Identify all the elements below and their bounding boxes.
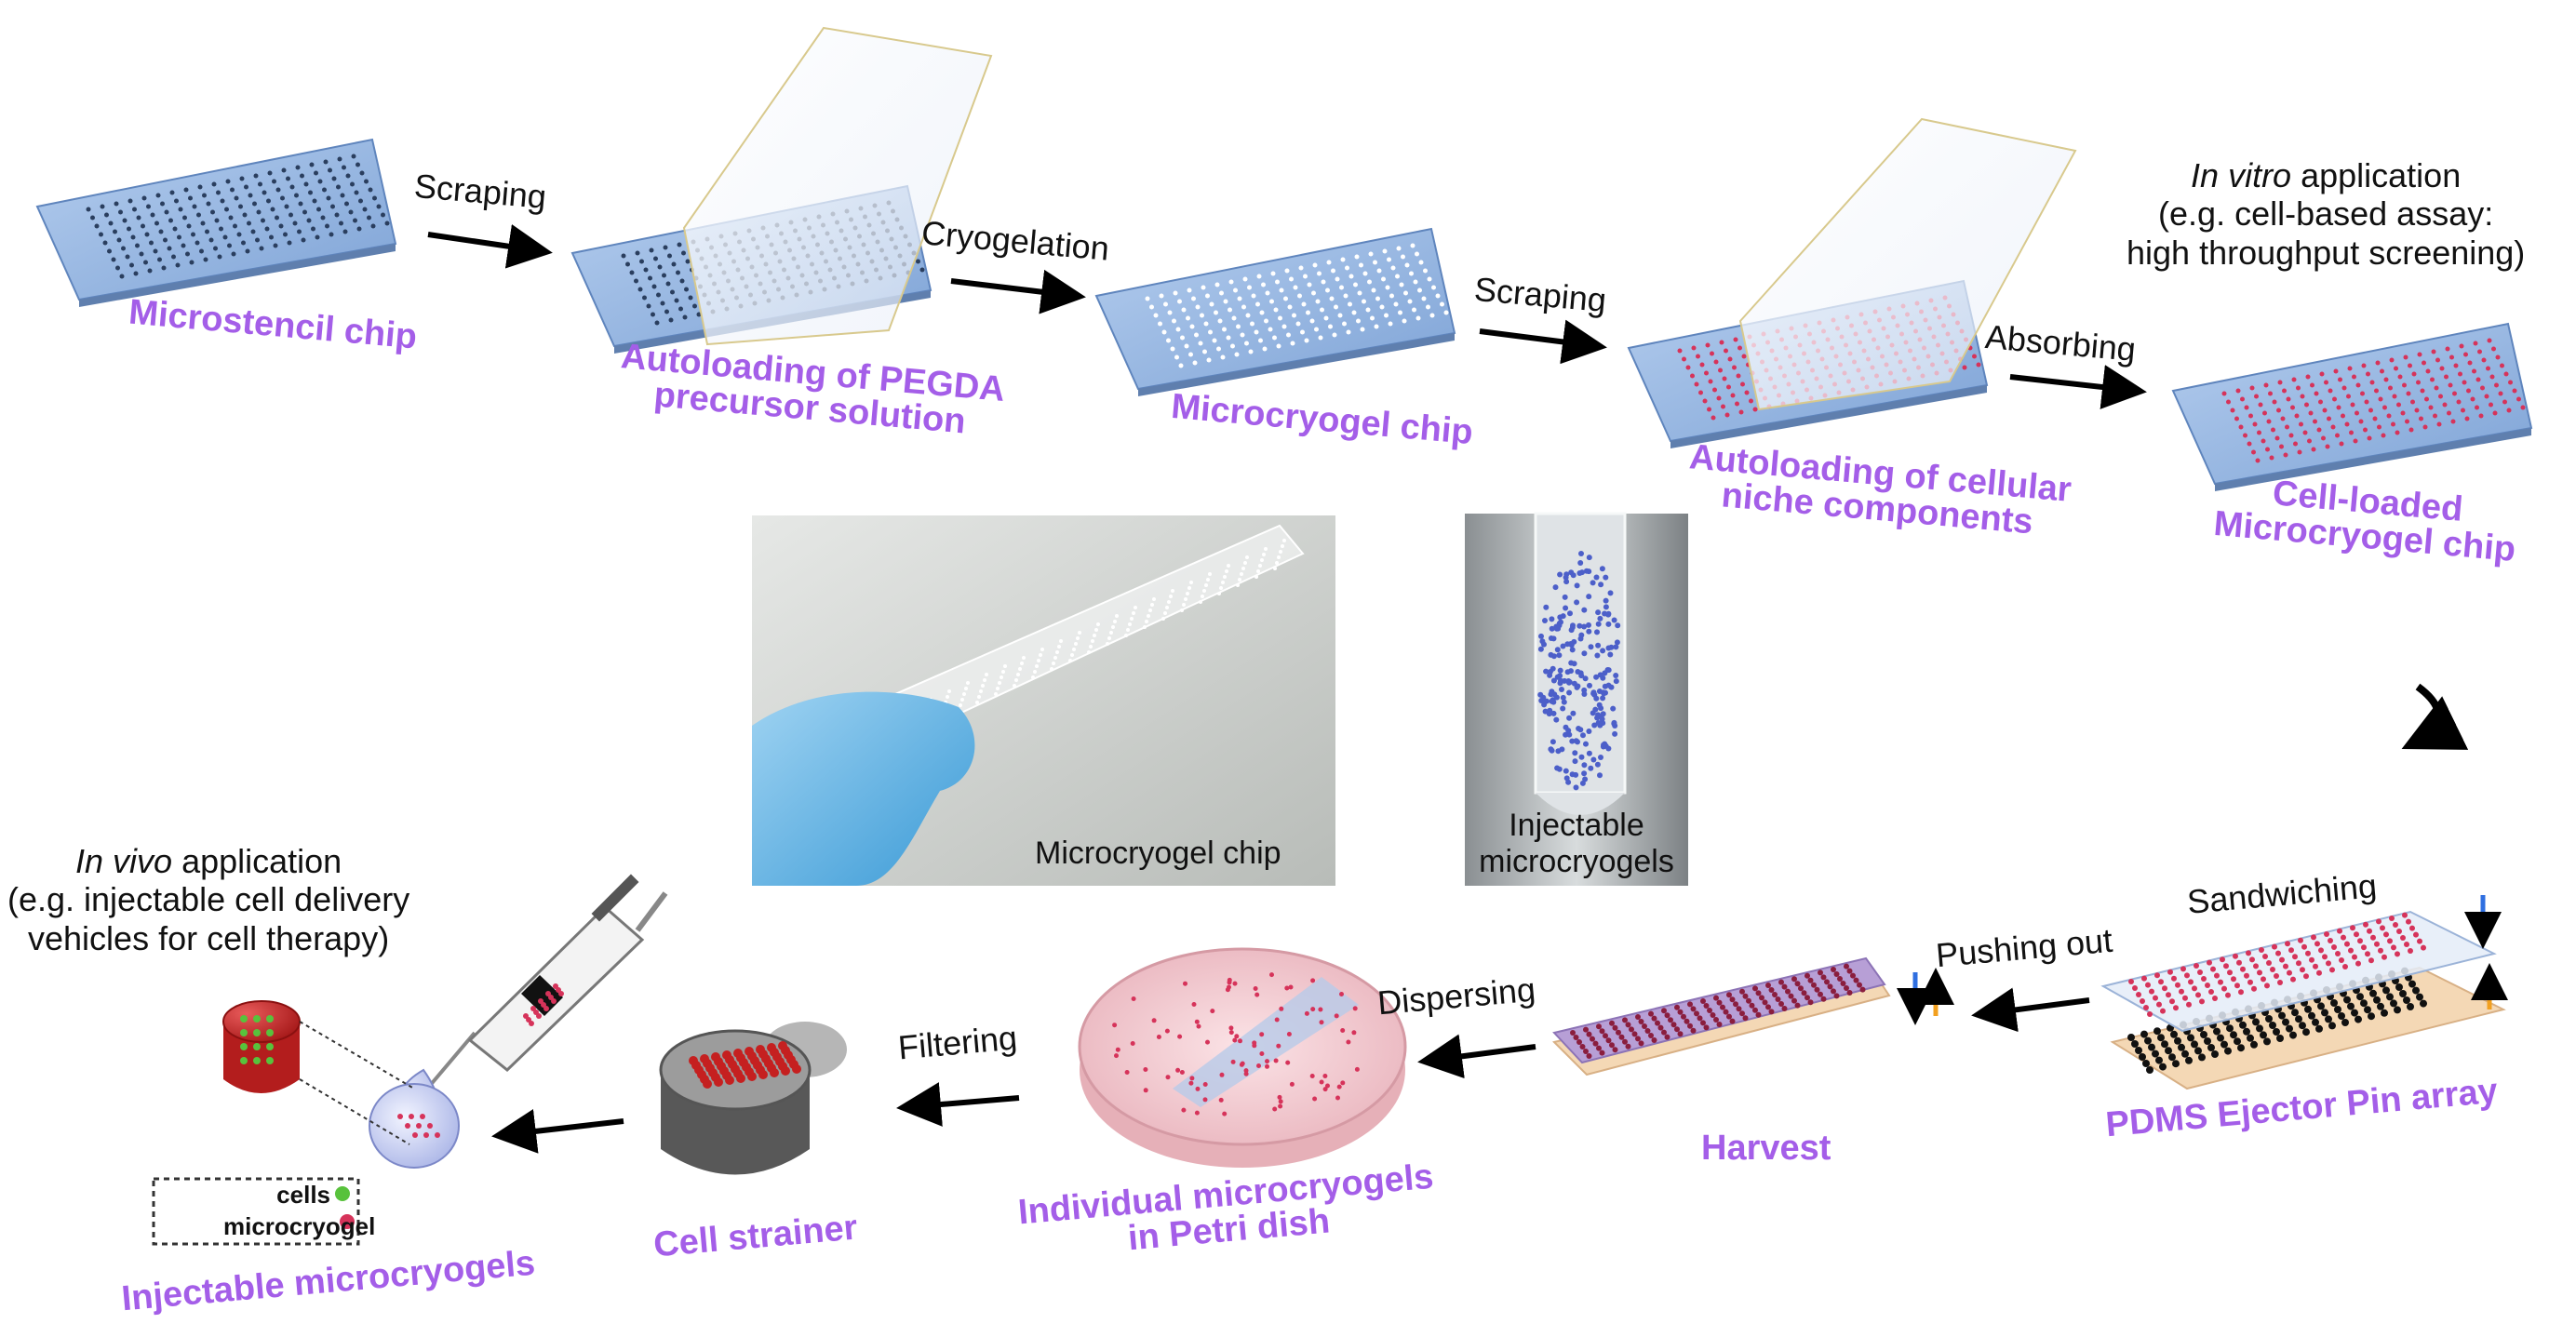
in-vivo-line1: In vivo application: [7, 842, 409, 880]
injection-droplet-image: [369, 1070, 459, 1168]
tube-photo-caption: Injectable microcryogels: [1465, 808, 1688, 880]
syringe-image: [423, 875, 665, 1093]
chip-photo-caption: Microcryogel chip: [1035, 836, 1281, 872]
petri-dish-image: [1080, 949, 1405, 1168]
legend-microcryogel: microcryogel: [223, 1211, 330, 1243]
arrow-inject: [503, 1121, 624, 1135]
in-vivo-line2: (e.g. injectable cell delivery: [7, 880, 409, 918]
arrow-pushing-out: [1982, 1000, 2089, 1014]
niche-loading-chip-image: [1629, 119, 2075, 448]
in-vivo-rest: application: [172, 842, 342, 880]
pdms-ejector-pin-array-image: [2103, 895, 2503, 1089]
in-vitro-rest: application: [2291, 156, 2461, 194]
in-vitro-italic: In vitro: [2191, 156, 2291, 194]
arrow-scraping-1: [428, 234, 542, 251]
legend-text: cells microcryogel: [223, 1180, 330, 1243]
in-vitro-note: In vitro application (e.g. cell-based as…: [2127, 156, 2525, 272]
cell-loaded-chip-image: [2173, 324, 2531, 491]
in-vitro-line1: In vitro application: [2127, 156, 2525, 194]
legend-cells: cells: [223, 1180, 330, 1211]
arrow-absorbing: [2010, 377, 2136, 391]
in-vivo-line3: vehicles for cell therapy): [7, 919, 409, 957]
in-vivo-italic: In vivo: [75, 842, 172, 880]
arrow-cryogelation: [951, 281, 1075, 296]
cell-strainer-image: [661, 1022, 847, 1175]
tube-caption-line1: Injectable: [1465, 808, 1688, 844]
harvest-chip-image: [1554, 958, 1936, 1075]
cells-legend-dot: [335, 1186, 350, 1201]
arrow-scraping-2: [1480, 331, 1596, 346]
microcryogel-chip-image: [1096, 229, 1455, 396]
in-vitro-line3: high throughput screening): [2127, 234, 2525, 272]
harvest-label: Harvest: [1701, 1130, 1831, 1166]
microcryogel-chip-photo: [752, 515, 1335, 886]
in-vivo-note: In vivo application (e.g. injectable cel…: [7, 842, 409, 957]
turn-arrow: [2415, 687, 2438, 742]
pegda-loading-chip-image: [572, 28, 991, 354]
microstencil-chip-image: [37, 140, 396, 307]
arrow-filtering: [907, 1098, 1019, 1107]
in-vitro-line2: (e.g. cell-based assay:: [2127, 194, 2525, 233]
arrow-dispersing: [1429, 1047, 1536, 1061]
tube-caption-line2: microcryogels: [1465, 844, 1688, 880]
